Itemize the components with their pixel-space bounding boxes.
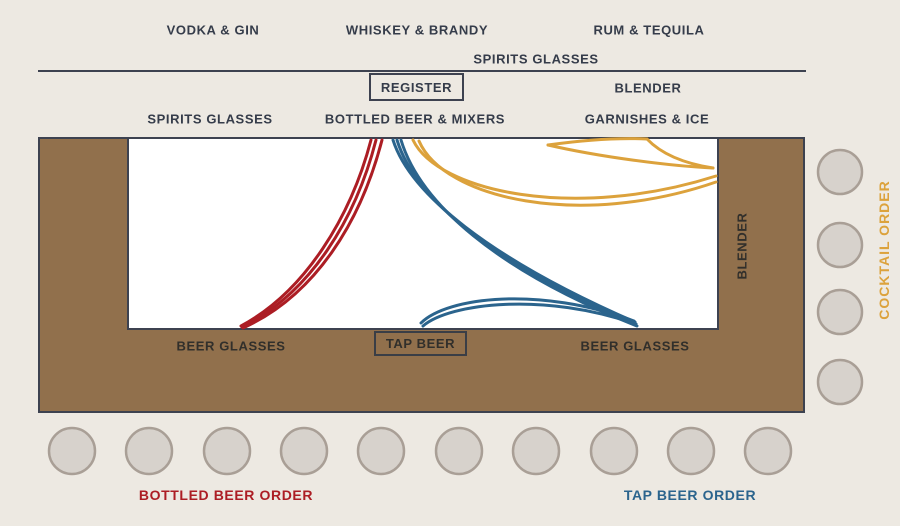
bar-stool xyxy=(47,426,97,476)
bar-stool xyxy=(666,426,716,476)
back-counter-line xyxy=(38,70,806,72)
bar-stool xyxy=(511,426,561,476)
bar-stool xyxy=(356,426,406,476)
right-stools xyxy=(816,148,864,406)
cocktail-order-label: COCKTAIL ORDER xyxy=(876,180,892,320)
bar-stool xyxy=(816,288,864,336)
bar-stool xyxy=(434,426,484,476)
bar-workspace xyxy=(127,137,719,330)
bar-stool xyxy=(743,426,793,476)
register-box: REGISTER xyxy=(369,73,464,101)
bottled-beer-order-label: BOTTLED BEER ORDER xyxy=(138,487,314,503)
station-whiskey-brandy: WHISKEY & BRANDY xyxy=(345,22,489,38)
cocktail-flow xyxy=(411,137,718,207)
beer-glasses-left-label: BEER GLASSES xyxy=(176,338,286,354)
tap-beer-order-label: TAP BEER ORDER xyxy=(623,487,757,503)
blender-side-label: BLENDER xyxy=(734,212,750,280)
bar-stool xyxy=(124,426,174,476)
bottom-stools xyxy=(47,426,793,476)
bar-stool xyxy=(816,358,864,406)
bar-stool xyxy=(279,426,329,476)
station-rum-tequila: RUM & TEQUILA xyxy=(593,22,705,38)
blender-top-label: BLENDER xyxy=(614,80,682,96)
bar-stool xyxy=(202,426,252,476)
rail-bottled-beer-mixers-label: BOTTLED BEER & MIXERS xyxy=(324,111,506,127)
beer-glasses-right-label: BEER GLASSES xyxy=(580,338,690,354)
bar-stool xyxy=(816,148,864,196)
spirits-glasses-shelf-label: SPIRITS GLASSES xyxy=(473,51,599,67)
bottled-beer-flow xyxy=(239,138,384,330)
bar-stool xyxy=(816,221,864,269)
tap-beer-box: TAP BEER xyxy=(374,331,467,356)
rail-garnishes-ice-label: GARNISHES & ICE xyxy=(584,111,710,127)
tap-beer-flow xyxy=(391,138,639,328)
station-vodka-gin: VODKA & GIN xyxy=(166,22,260,38)
bar-stool xyxy=(589,426,639,476)
rail-spirits-glasses-label: SPIRITS GLASSES xyxy=(147,111,273,127)
